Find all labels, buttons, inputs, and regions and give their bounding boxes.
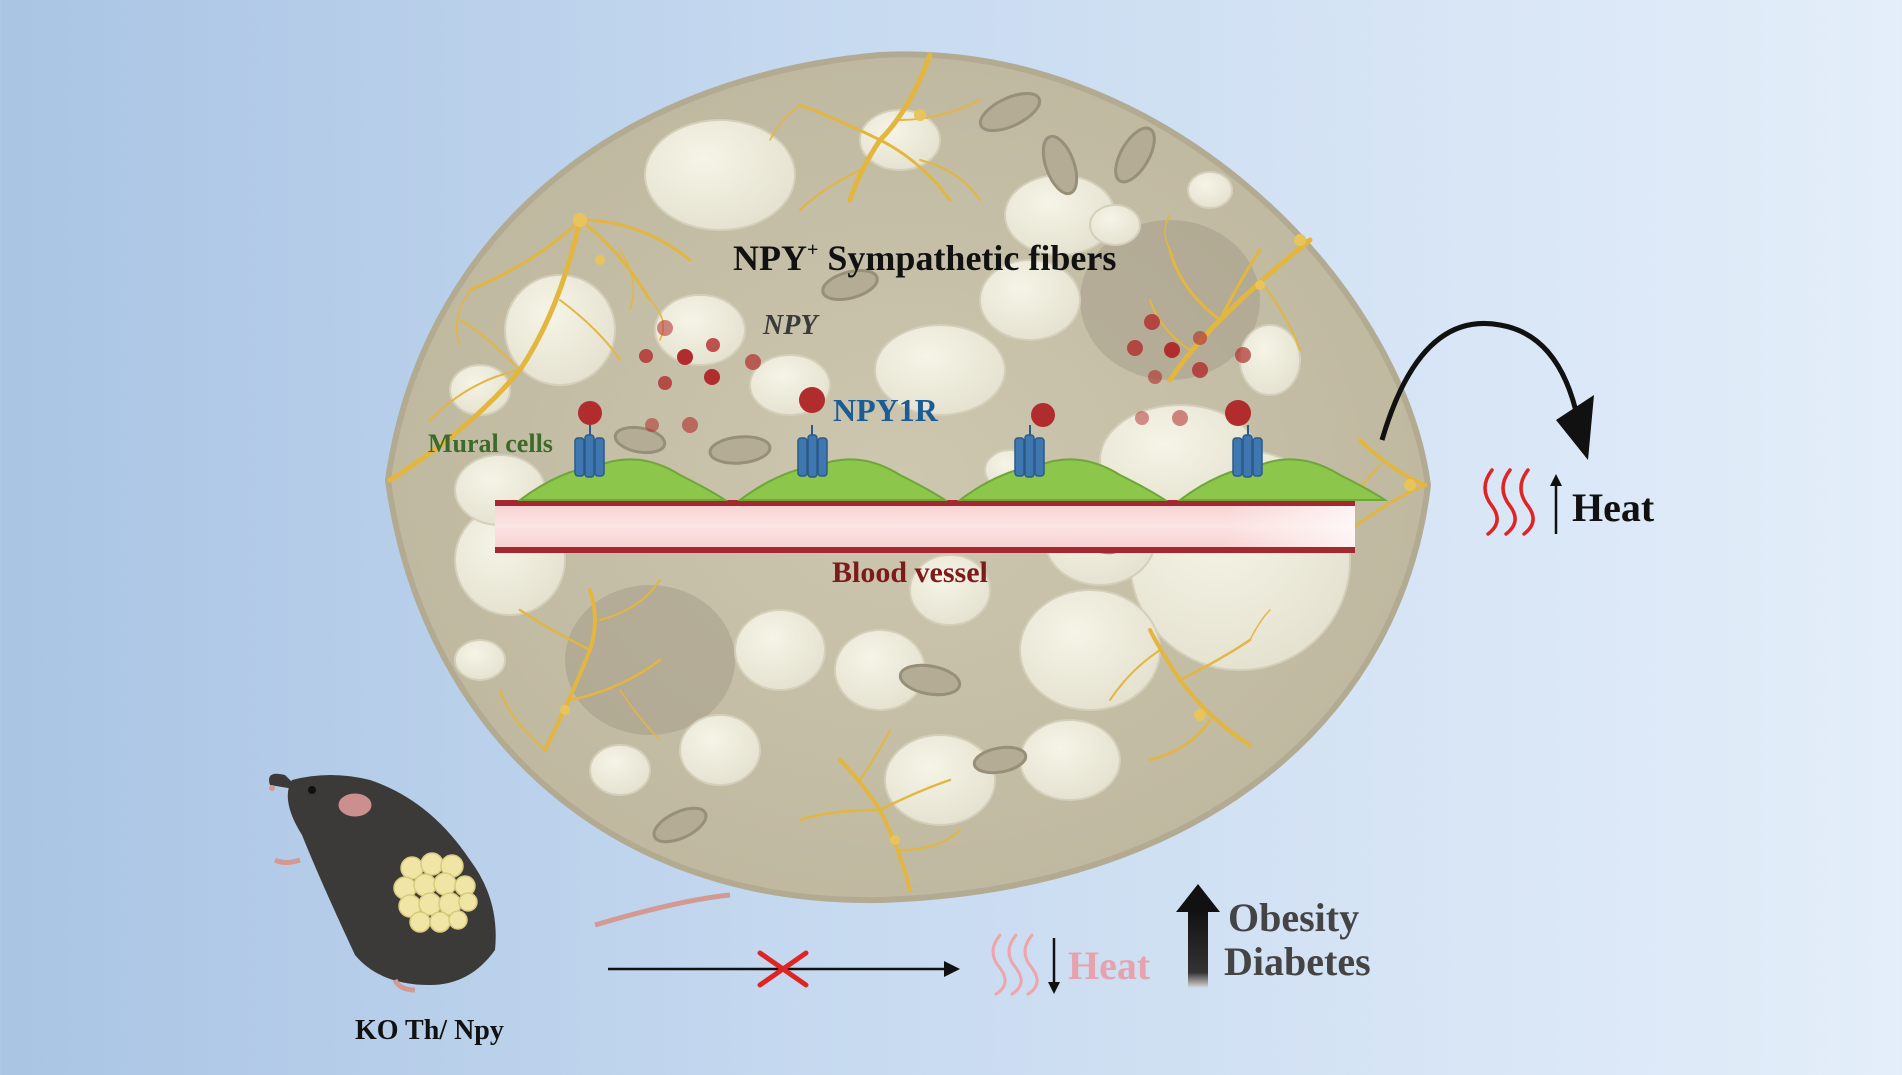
fibers-title: NPY+ Sympathetic fibers bbox=[733, 240, 1116, 276]
arrowhead-icon bbox=[1556, 395, 1594, 460]
mural-cells-label: Mural cells bbox=[428, 429, 553, 458]
inhibition-x-icon bbox=[757, 950, 809, 988]
npy1r-label: NPY1R bbox=[833, 392, 938, 428]
fibers-title-main: NPY bbox=[733, 238, 807, 278]
npy-ligands bbox=[578, 387, 1251, 427]
heat-decrease-label: Heat bbox=[1068, 943, 1151, 988]
heat-waves-faded-icon bbox=[991, 933, 1039, 996]
mitochondria bbox=[613, 91, 1156, 844]
diabetes-label: Diabetes bbox=[1224, 939, 1371, 984]
heat-increase-label: Heat bbox=[1572, 485, 1655, 530]
knockout-label: KO Th/ Npy bbox=[355, 1015, 504, 1046]
npy-release-dots bbox=[639, 314, 1251, 433]
up-arrowhead-icon bbox=[1550, 474, 1562, 486]
curved-arrow-icon bbox=[1379, 321, 1581, 441]
obesity-label: Obesity bbox=[1228, 895, 1360, 940]
fibers-title-sup: + bbox=[807, 239, 819, 261]
npy-label: NPY bbox=[763, 310, 818, 341]
increase-arrow-icon bbox=[1188, 910, 1208, 988]
increase-arrowhead-icon bbox=[1176, 884, 1220, 912]
blood-vessel bbox=[495, 500, 1355, 553]
fibers-title-rest: Sympathetic fibers bbox=[818, 238, 1117, 278]
lipid-droplets bbox=[449, 109, 1351, 826]
npy-receptor-icon bbox=[574, 425, 1263, 478]
down-arrowhead-icon bbox=[1048, 982, 1060, 994]
fiber-nodes bbox=[560, 109, 1416, 845]
mouse-icon bbox=[269, 773, 731, 993]
blood-vessel-label: Blood vessel bbox=[832, 556, 988, 589]
blocked-arrowhead-icon bbox=[944, 961, 960, 977]
tissue-interior bbox=[449, 91, 1351, 844]
mural-cells bbox=[516, 458, 1389, 501]
heat-waves-icon bbox=[1483, 468, 1535, 536]
